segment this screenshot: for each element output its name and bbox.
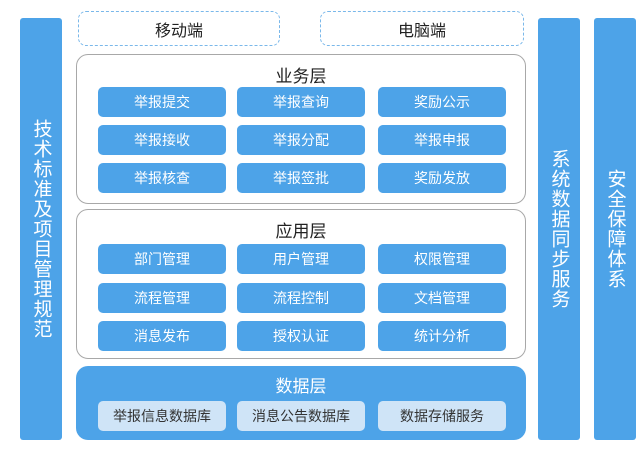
standards-bar-label: 技术标准及项目管理规范 — [30, 119, 53, 339]
application-item: 部门管理 — [98, 244, 226, 274]
data-item: 数据存储服务 — [378, 401, 506, 431]
application-item: 流程控制 — [237, 283, 365, 313]
application-item: 统计分析 — [378, 321, 506, 351]
security-bar-label: 安全保障体系 — [604, 169, 627, 289]
business-item: 举报查询 — [237, 87, 365, 117]
client-desktop-label: 电脑端 — [397, 20, 446, 40]
data-item: 消息公告数据库 — [237, 401, 365, 431]
data-sync-bar: 系统数据同步服务 — [538, 18, 580, 440]
data-sync-bar-label: 系统数据同步服务 — [548, 149, 571, 309]
application-item: 流程管理 — [98, 283, 226, 313]
standards-bar: 技术标准及项目管理规范 — [20, 18, 62, 440]
business-item: 奖励公示 — [378, 87, 506, 117]
data-item: 举报信息数据库 — [98, 401, 226, 431]
client-mobile-label: 移动端 — [154, 20, 203, 40]
application-item: 文档管理 — [378, 283, 506, 313]
application-item: 消息发布 — [98, 321, 226, 351]
client-mobile: 移动端 — [78, 11, 280, 46]
application-item: 用户管理 — [237, 244, 365, 274]
business-item: 举报签批 — [237, 163, 365, 193]
business-item: 举报分配 — [237, 125, 365, 155]
business-item: 奖励发放 — [378, 163, 506, 193]
client-desktop: 电脑端 — [320, 11, 524, 46]
business-item: 举报核查 — [98, 163, 226, 193]
application-layer-title: 应用层 — [275, 222, 327, 242]
data-layer-title: 数据层 — [275, 377, 327, 397]
business-item: 举报申报 — [378, 125, 506, 155]
business-item: 举报接收 — [98, 125, 226, 155]
business-item: 举报提交 — [98, 87, 226, 117]
application-item: 授权认证 — [237, 321, 365, 351]
application-item: 权限管理 — [378, 244, 506, 274]
security-bar: 安全保障体系 — [594, 18, 636, 440]
business-layer-title: 业务层 — [275, 67, 327, 87]
